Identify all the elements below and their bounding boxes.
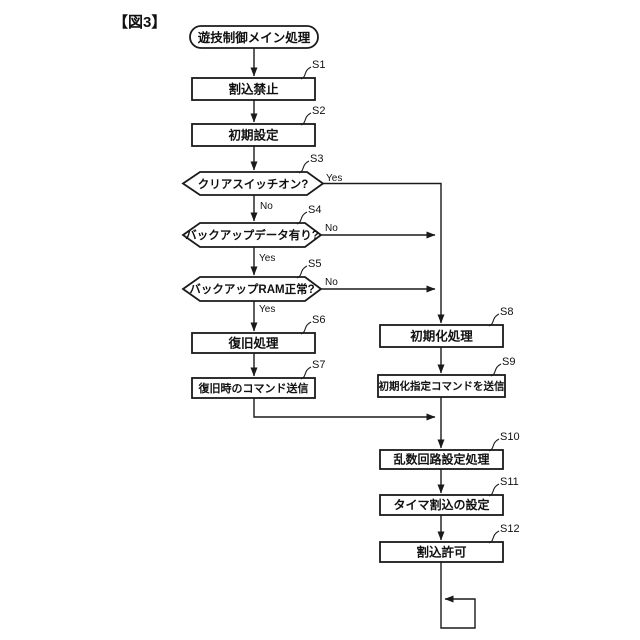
node-s6: 復旧処理 S6 [191,314,325,354]
s10-label: 乱数回路設定処理 [393,452,489,467]
s10-box [379,449,504,470]
s7-box [191,377,316,399]
s2-leader [300,112,312,126]
s9-box [377,374,506,398]
s11-label: タイマ割込の設定 [393,497,489,512]
s8-box [379,324,504,348]
s7-label: 復旧時のコマンド送信 [198,381,309,395]
s4-label: バックアップデータ有り? [185,228,319,242]
node-s2: 初期設定 S2 [191,105,325,147]
s1-label: 割込禁止 [228,81,279,96]
node-start: 遊技制御メイン処理 [189,25,319,49]
s12-step-id: S12 [500,523,520,535]
s5-step-id: S5 [308,258,321,270]
s3-label: クリアスイッチオン? [198,178,309,191]
node-s4: バックアップデータ有り? S4 [181,204,323,248]
arrow-s7-to-merge [253,398,436,421]
s3-step-id: S3 [310,153,323,165]
arrow-s3-yes-to-s8 [323,182,445,324]
s2-step-id: S2 [312,105,325,117]
s10-leader [488,438,500,452]
s1-step-id: S1 [312,59,325,71]
node-s1: 割込禁止 S1 [191,59,325,101]
s10-step-id: S10 [500,431,520,443]
arrow-s12-endless-loop [440,562,476,629]
node-s3: クリアスイッチオン? S3 [181,153,325,196]
node-s8: 初期化処理 S8 [379,306,513,348]
start-terminal-shape [189,25,319,49]
s2-box [191,123,316,147]
s11-leader [488,483,500,497]
s11-step-id: S11 [500,476,519,488]
node-s7: 復旧時のコマンド送信 S7 [191,359,325,399]
s3-decision-shape [181,171,325,196]
s4-no-label: No [325,223,338,234]
s4-decision-shape [181,222,323,248]
s7-leader [300,366,312,380]
s1-leader [300,66,312,80]
s5-leader [296,265,308,279]
figure-title: 【図3】 [113,13,166,31]
s12-box [379,541,504,563]
s8-step-id: S8 [500,306,513,318]
s8-leader [488,313,500,327]
node-s11: タイマ割込の設定 S11 [379,476,519,516]
s5-yes-label: Yes [259,304,275,315]
connectors [250,48,476,629]
s11-box [379,494,504,516]
branch-labels: Yes No No Yes No Yes [259,173,342,315]
s2-label: 初期設定 [228,127,279,142]
s6-label: 復旧処理 [227,335,279,350]
s4-yes-label: Yes [259,253,275,264]
s9-leader [490,363,502,377]
s6-step-id: S6 [312,314,325,326]
s7-step-id: S7 [312,359,325,371]
s3-leader [298,160,310,174]
s5-label: バックアップRAM正常? [189,282,314,296]
s6-leader [300,321,312,335]
node-s12: 割込許可 S12 [379,523,520,563]
s4-leader [296,211,308,225]
start-terminal-label: 遊技制御メイン処理 [198,30,311,45]
s5-no-label: No [325,277,338,288]
s1-box [191,77,316,101]
node-s10: 乱数回路設定処理 S10 [379,431,520,470]
s5-decision-shape [181,276,323,302]
s3-yes-label: Yes [326,173,342,184]
s8-label: 初期化処理 [410,328,473,343]
s9-step-id: S9 [502,356,515,368]
node-s5: バックアップRAM正常? S5 [181,258,323,302]
s3-no-label: No [260,201,273,212]
node-s9: 初期化指定コマンドを送信 S9 [377,356,515,398]
s12-leader [488,530,500,544]
s6-box [191,332,316,354]
s12-label: 割込許可 [416,544,467,559]
s9-label: 初期化指定コマンドを送信 [379,380,505,393]
s4-step-id: S4 [308,204,321,216]
